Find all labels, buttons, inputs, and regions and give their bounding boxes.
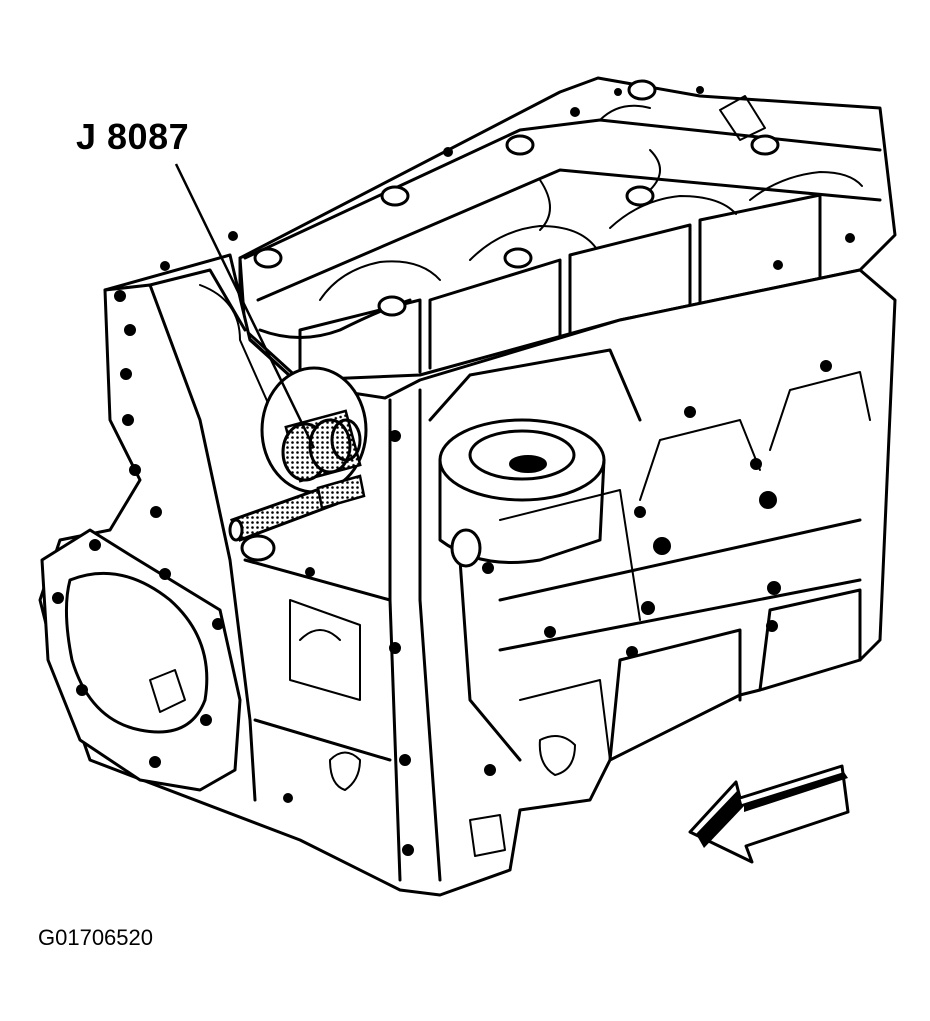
figure-id: G01706520: [38, 925, 153, 950]
tool-callout-label: J 8087: [76, 116, 190, 157]
block-bolt-holes: [52, 290, 832, 856]
engine-block: [38, 253, 897, 897]
arrow-left-icon: [688, 764, 850, 864]
head-bolts: [160, 79, 855, 317]
bore-gauge-tool: [228, 366, 482, 568]
callout-leader-line: [174, 163, 316, 449]
